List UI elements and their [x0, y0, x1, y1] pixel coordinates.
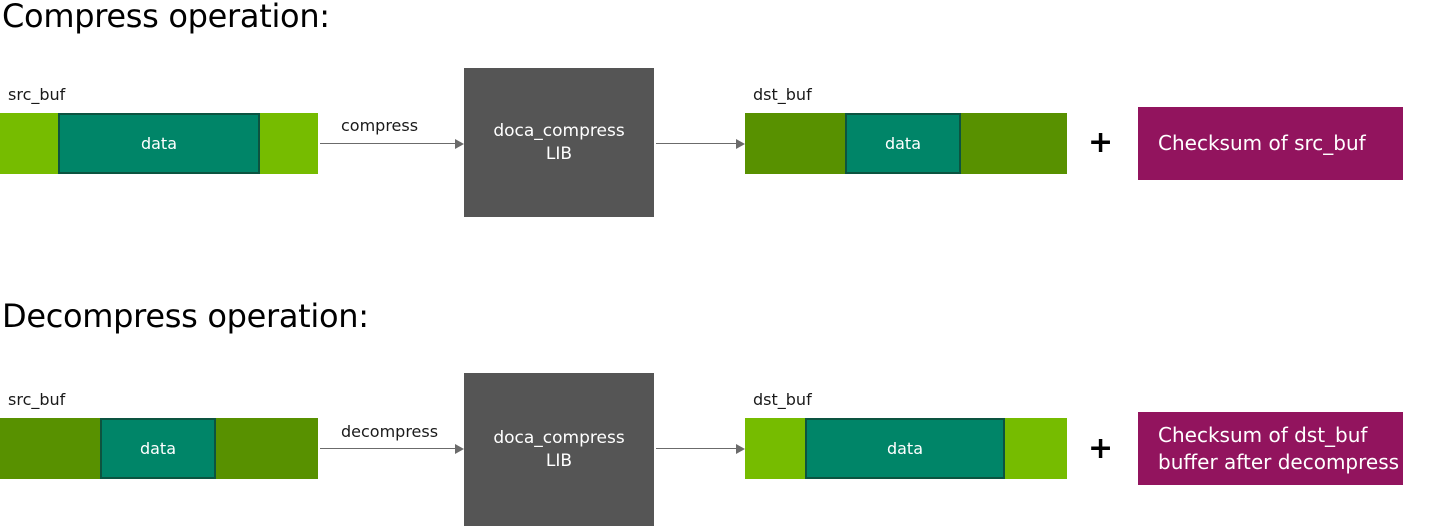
- compress-lib-box: doca_compress LIB: [464, 68, 654, 217]
- compress-section-title: Compress operation:: [2, 0, 330, 35]
- decompress-section-title: Decompress operation:: [2, 297, 369, 335]
- decompress-lib-box: doca_compress LIB: [464, 373, 654, 526]
- compress-input-arrow: [320, 138, 464, 150]
- decompress-lib-line-2: LIB: [545, 450, 573, 471]
- compress-arrow-label: compress: [341, 116, 419, 135]
- compress-checksum-box: Checksum of src_buf: [1138, 107, 1403, 180]
- decompress-output-arrow: [656, 443, 745, 455]
- compress-output-arrow: [656, 138, 745, 150]
- decompress-checksum-line-1: Checksum of dst_buf: [1158, 423, 1368, 448]
- decompress-src-buf-caption: src_buf: [8, 390, 66, 409]
- compress-plus-symbol: +: [1088, 125, 1114, 160]
- compress-src-data-block: data: [58, 113, 260, 174]
- compress-dst-data-block: data: [845, 113, 961, 174]
- decompress-checksum-line-2: buffer after decompress: [1158, 449, 1400, 474]
- compress-src-buf-caption: src_buf: [8, 85, 66, 104]
- decompress-plus-symbol: +: [1088, 431, 1114, 466]
- decompress-lib-line-1: doca_compress: [493, 428, 625, 449]
- decompress-input-arrow: [320, 443, 464, 455]
- compress-dst-buf-caption: dst_buf: [753, 85, 812, 104]
- decompress-checksum-box: Checksum of dst_buf buffer after decompr…: [1138, 412, 1403, 485]
- decompress-src-data-label: data: [139, 438, 177, 458]
- compress-src-data-label: data: [140, 133, 178, 153]
- decompress-dst-buf-caption: dst_buf: [753, 390, 812, 409]
- decompress-src-data-block: data: [100, 418, 216, 479]
- compress-lib-line-2: LIB: [545, 143, 573, 164]
- decompress-dst-data-label: data: [886, 438, 924, 458]
- compress-dst-data-label: data: [884, 133, 922, 153]
- decompress-arrow-label: decompress: [341, 422, 439, 441]
- compress-checksum-line-1: Checksum of src_buf: [1158, 131, 1366, 156]
- compress-lib-line-1: doca_compress: [493, 121, 625, 142]
- decompress-dst-data-block: data: [805, 418, 1005, 479]
